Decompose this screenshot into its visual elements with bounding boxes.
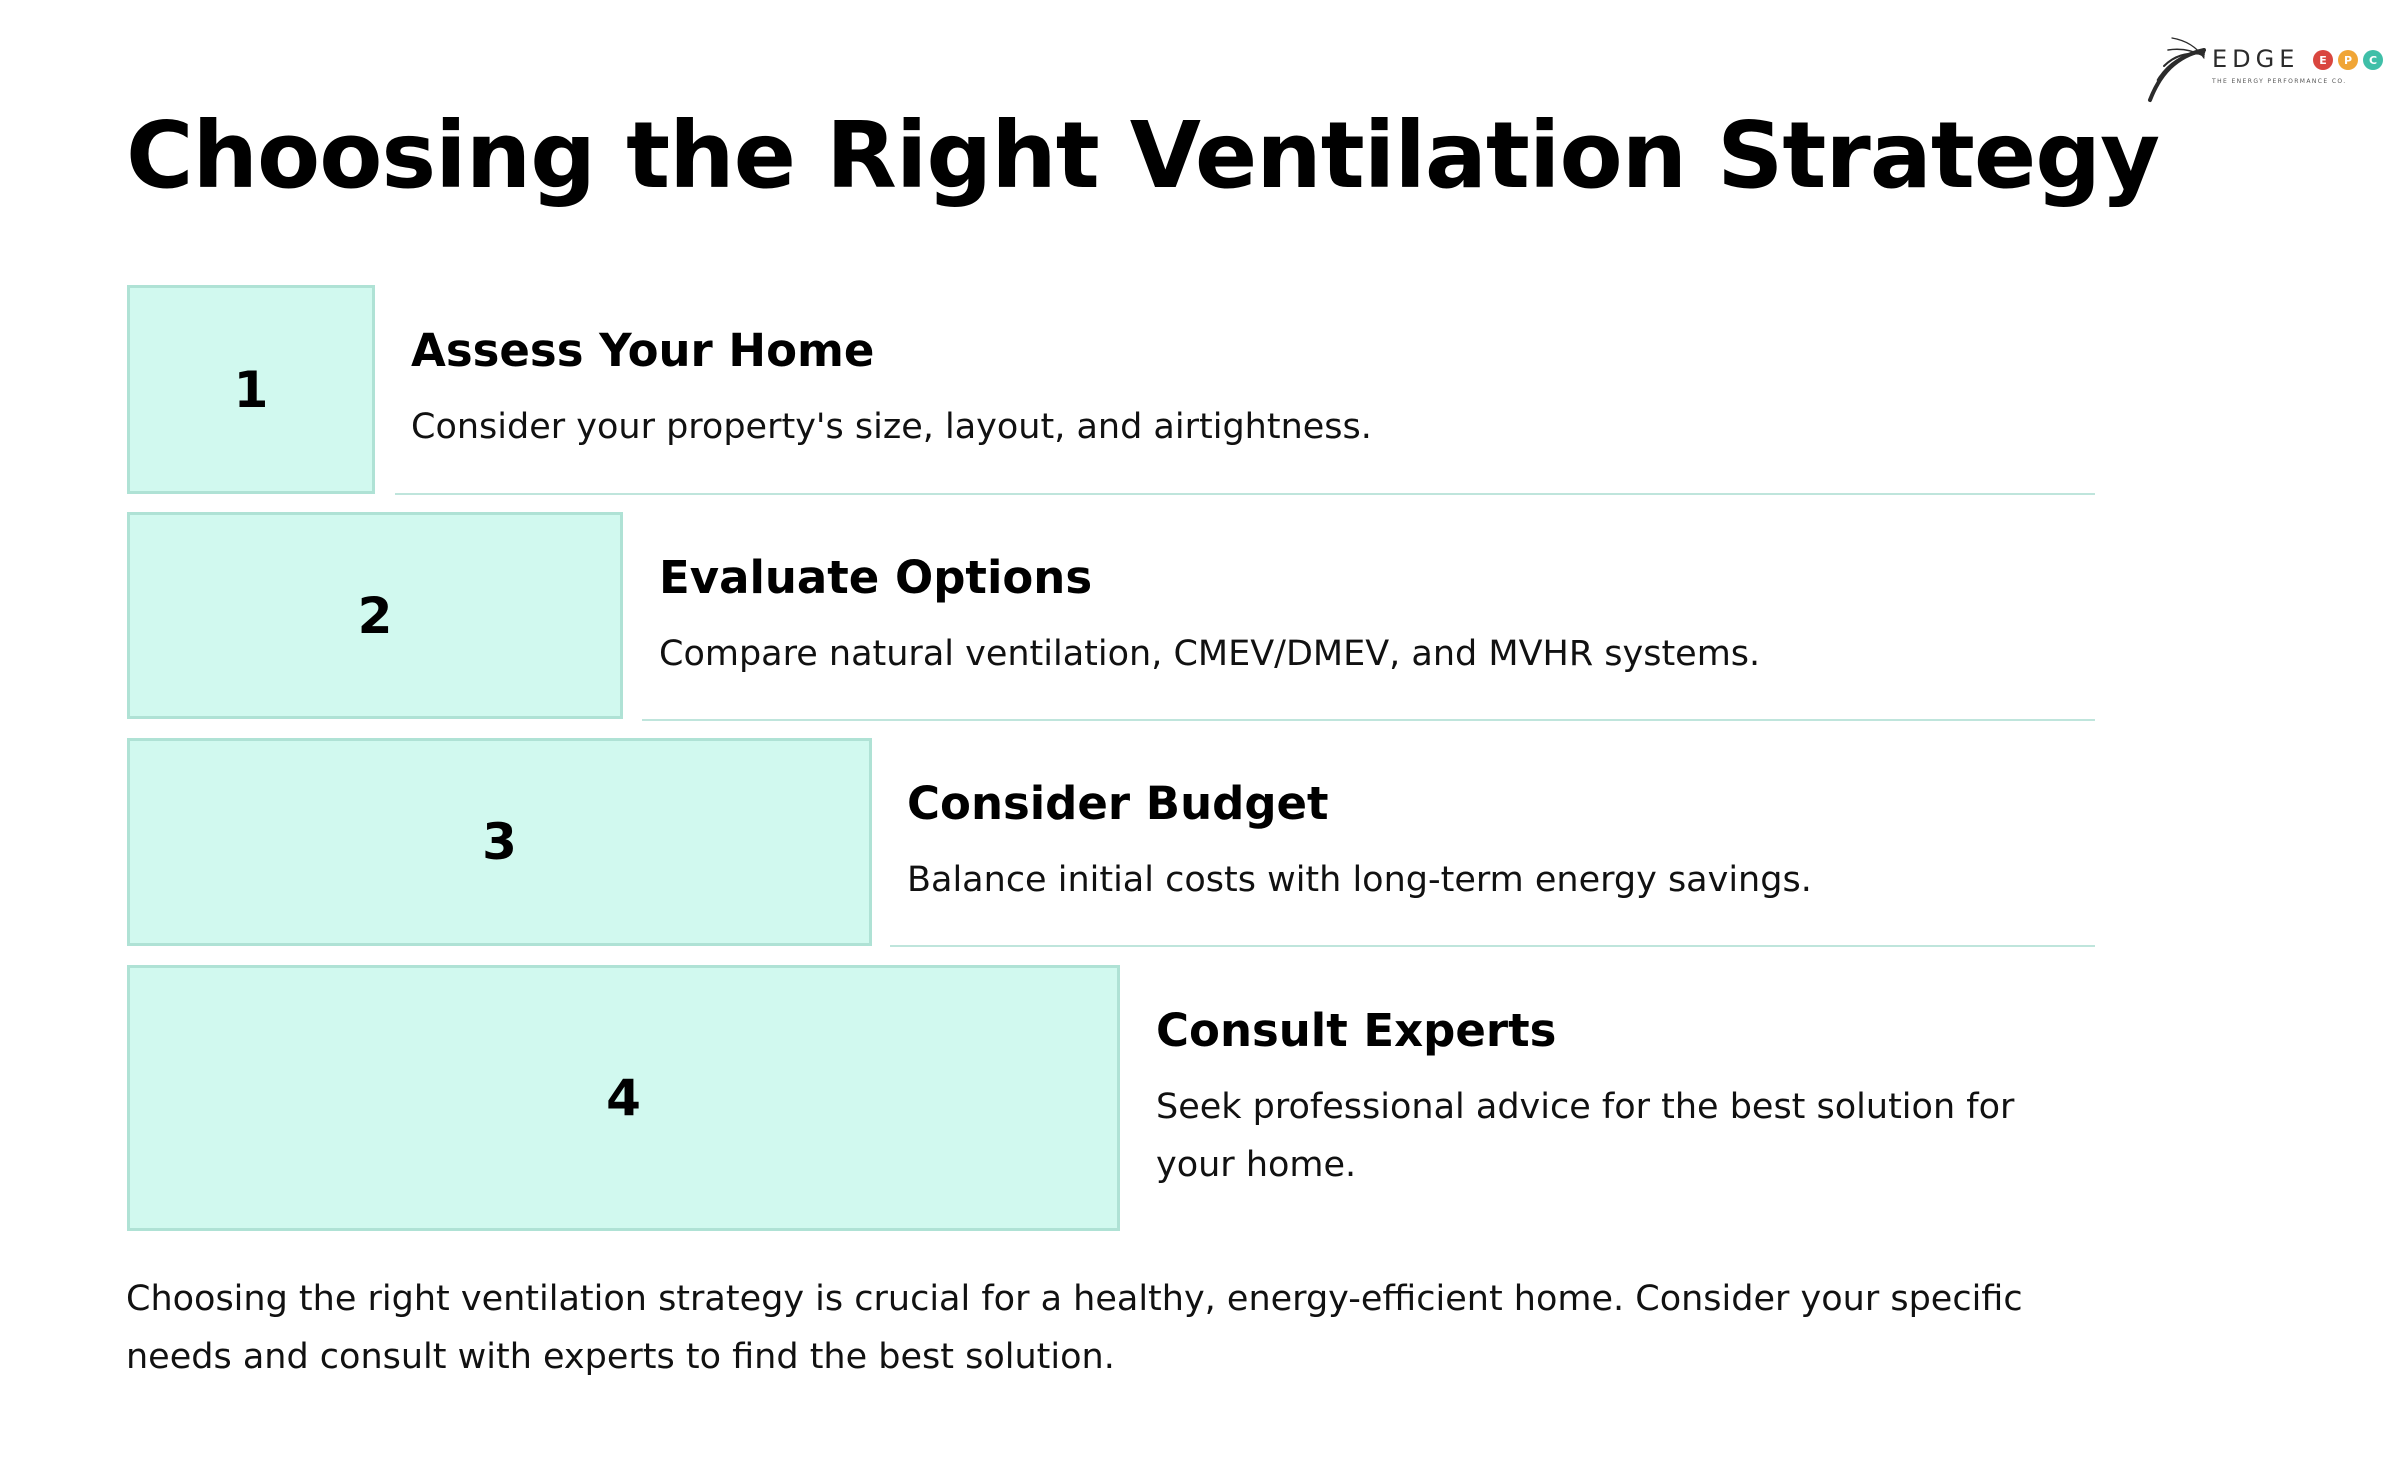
logo-circle-e — [2313, 50, 2333, 70]
step-2: 2 Evaluate Options Compare natural venti… — [0, 512, 2400, 722]
step-2-number-box: 2 — [127, 512, 623, 719]
logo-circle-letter-e: E — [2319, 54, 2327, 67]
logo-tagline: THE ENERGY PERFORMANCE CO. — [2212, 78, 2347, 85]
brand-logo: EDGE E P C THE ENERGY PERFORMANCE CO. — [2146, 30, 2386, 110]
step-2-description: Compare natural ventilation, CMEV/DMEV, … — [659, 634, 1761, 674]
step-3: 3 Consider Budget Balance initial costs … — [0, 738, 2400, 948]
step-3-divider — [890, 945, 2095, 947]
step-2-number: 2 — [357, 586, 393, 645]
step-4-number-box: 4 — [127, 965, 1120, 1231]
step-3-number: 3 — [482, 813, 517, 871]
step-3-description: Balance initial costs with long-term ene… — [907, 860, 1812, 900]
logo-circle-letter-c: C — [2369, 54, 2377, 67]
logo-circle-p — [2338, 50, 2358, 70]
step-3-heading: Consider Budget — [907, 777, 1329, 830]
step-2-divider — [642, 719, 2095, 721]
summary-text: Choosing the right ventilation strategy … — [126, 1279, 2023, 1377]
step-2-heading: Evaluate Options — [659, 551, 1093, 604]
step-4-description: Seek professional advice for the best so… — [1156, 1087, 2015, 1185]
step-1-number-box: 1 — [127, 285, 375, 494]
step-1-number: 1 — [233, 360, 269, 419]
step-1-heading: Assess Your Home — [411, 324, 875, 377]
step-4: 4 Consult Experts Seek professional advi… — [0, 965, 2400, 1231]
swoosh-logo-icon — [2148, 37, 2206, 102]
step-1-divider — [395, 493, 2095, 495]
logo-circle-letter-p: P — [2344, 54, 2352, 67]
step-1-description: Consider your property's size, layout, a… — [411, 407, 1372, 447]
logo-circle-c — [2363, 50, 2383, 70]
logo-circles: E P C — [2313, 50, 2383, 70]
logo-wordmark: EDGE — [2212, 45, 2300, 73]
step-4-number: 4 — [606, 1069, 641, 1127]
page-title: Choosing the Right Ventilation Strategy — [126, 102, 2160, 209]
step-3-number-box: 3 — [127, 738, 872, 946]
step-4-heading: Consult Experts — [1156, 1004, 1557, 1057]
step-1: 1 Assess Your Home Consider your propert… — [0, 285, 2400, 495]
